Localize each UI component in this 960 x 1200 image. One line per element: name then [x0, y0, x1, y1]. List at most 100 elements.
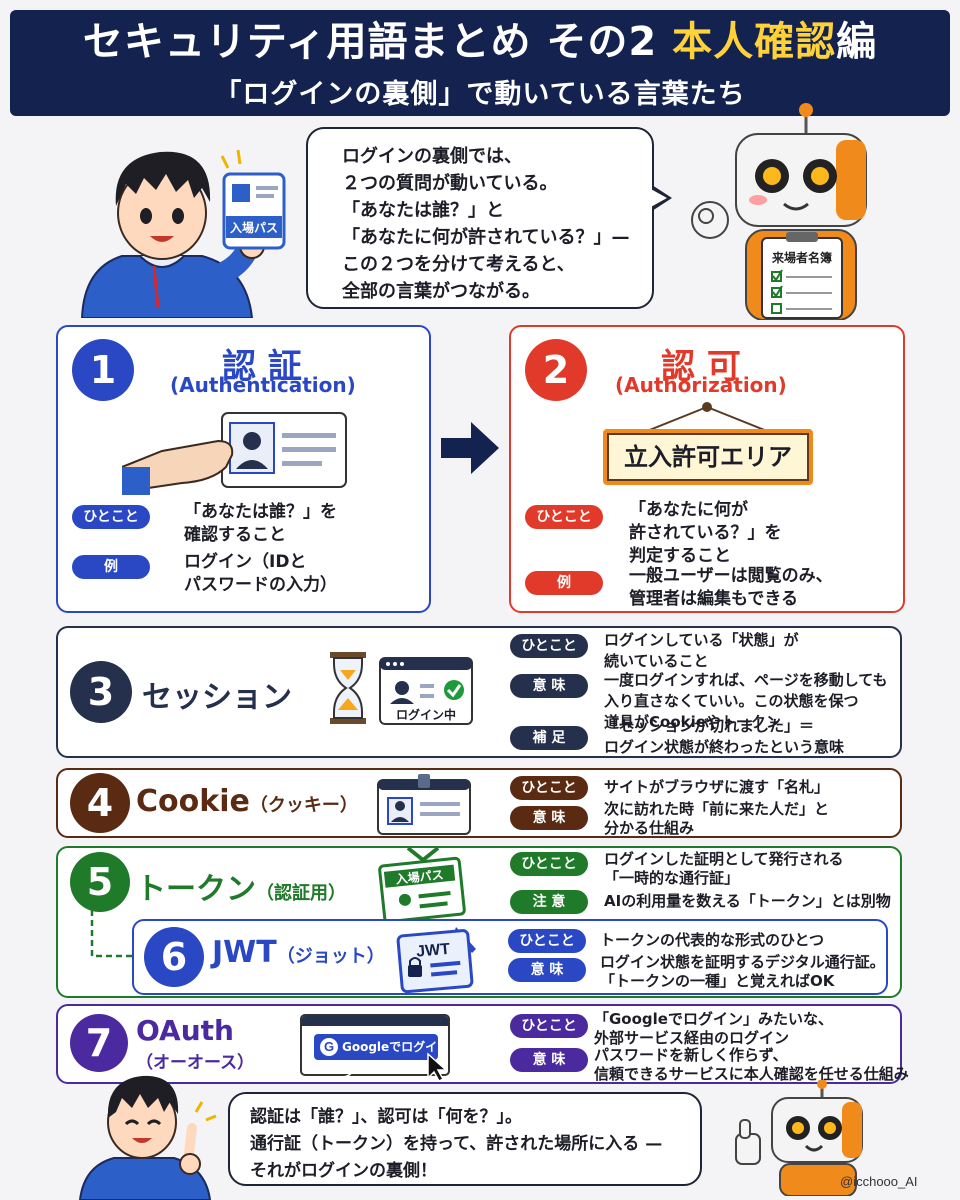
outro-speech-bubble: 認証は「誰？」、認可は「何を？」。 通行証（トークン）を持って、許された場所に入…: [228, 1092, 702, 1186]
term-title: JWT（ジョット）: [212, 935, 385, 970]
tag-hitokoto: ひとこと: [72, 505, 150, 529]
author-credit: @icchooo_AI: [840, 1174, 918, 1189]
tag-meaning: 意 味: [508, 958, 586, 982]
cookie-title: Cookie: [136, 784, 250, 819]
desc-line: 「トークンの一種」と覚えればOK: [600, 972, 835, 990]
desc-line: パスワードの入力）: [184, 575, 337, 595]
desc-line: 信頼できるサービスに本人確認を任せる仕組み: [594, 1065, 909, 1083]
desc-line: ログインした証明として発行される: [604, 850, 844, 868]
desc-line: 入り直さなくていい。この状態を保つ: [604, 692, 859, 710]
google-login-button[interactable]: G Googleでログイン: [314, 1034, 438, 1080]
tag-hitokoto: ひとこと: [525, 505, 603, 529]
window-label: ログイン中: [395, 708, 456, 722]
term-title: トークン（認証用）: [136, 864, 346, 908]
intro-line: 「あなたは誰？」と: [342, 200, 504, 221]
step-number: 7: [70, 1014, 128, 1072]
page-subtitle: 「ログインの裏側」で動いている言葉たち: [214, 79, 746, 110]
desc-line: 管理者は編集もできる: [629, 589, 798, 609]
lock-icon: [408, 965, 422, 977]
arrow-right-icon: [441, 422, 499, 474]
id-card-icon: [122, 412, 347, 495]
authn-desc: 「あなたは誰？」を 確認すること: [184, 501, 337, 547]
boy-character-icon: 入場パス: [80, 149, 286, 318]
cookie-desc2: 次に訪れた時「前に来た人だ」と 分かる仕組み: [604, 800, 829, 838]
card-oauth: 7 OAuth （オーオース） G Googleでログイン ひとこと 「Goog…: [56, 1004, 909, 1084]
tag-hitokoto: ひとこと: [510, 1014, 588, 1038]
step-number: 2: [525, 339, 587, 401]
connector-line: [90, 900, 134, 958]
cookie-title-sub: （クッキー）: [249, 795, 358, 816]
authn-example: ログイン（IDと パスワードの入力）: [184, 551, 337, 597]
desc-line: 次に訪れた時「前に来た人だ」と: [604, 800, 830, 818]
desc-line: 一般ユーザーは閲覧のみ、: [629, 566, 833, 586]
check-icon: [444, 680, 464, 700]
header-banner: セキュリティ用語まとめ その2 本人確認編 「ログインの裏側」で動いている言葉た…: [10, 10, 950, 116]
step-number: 4: [70, 773, 130, 833]
term-title: 認 可: [661, 347, 741, 387]
browser-window-icon: [379, 657, 473, 725]
cursor-icon: [427, 1052, 448, 1082]
jwt-title: JWT: [212, 935, 277, 970]
term-title: Cookie（クッキー）: [136, 784, 358, 819]
term-title: 認 証: [222, 347, 302, 387]
desc-line: 許されている？」を: [629, 523, 782, 543]
desc-line: 「あなたに何が: [629, 500, 748, 520]
desc-line: 「一時的な通行証」: [604, 869, 740, 887]
term-subtitle: （オーオース）: [136, 1053, 255, 1073]
tag-hitokoto: ひとこと: [510, 852, 588, 876]
title-suffix: 編: [836, 19, 878, 65]
sign-hanger-icon: [646, 402, 768, 431]
hourglass-icon: [330, 652, 366, 724]
browser-window-icon: [377, 774, 471, 835]
desc-line: 「Googleでログイン」みたいな、: [594, 1010, 833, 1028]
intro-speech-bubble: ログインの裏側では、 ２つの質問が動いている。 「あなたは誰？」と 「あなたに何…: [306, 127, 672, 309]
tag-meaning: 意 味: [510, 1048, 588, 1072]
card-session: 3 セッション ログイン中 ひとこと ログインしている「状態」が 続いていること…: [56, 626, 902, 758]
google-g-icon: G: [320, 1038, 338, 1056]
authz-example: 一般ユーザーは閲覧のみ、 管理者は編集もできる: [629, 565, 833, 611]
term-subtitle: (Authorization): [615, 373, 787, 397]
desc-line: 道具がCookieやトークン: [604, 713, 781, 731]
oauth-desc1: 「Googleでログイン」みたいな、 外部サービス経由のログイン: [594, 1010, 833, 1048]
title-main: セキュリティ用語まとめ その2: [82, 19, 673, 65]
tag-meaning: 意 味: [510, 806, 588, 830]
term-subtitle: (Authentication): [170, 373, 356, 397]
jwt-card-icon: JWT: [396, 927, 476, 993]
desc-line: 「あなたは誰？」を: [184, 502, 337, 522]
step-number: 3: [70, 661, 132, 723]
badge-label: 入場パス: [230, 220, 278, 235]
title-highlight: 本人確認: [672, 19, 837, 65]
area-sign: 立入許可エリア: [603, 429, 813, 485]
bubble-tail: [649, 185, 672, 211]
jwt-desc1: トークンの代表的な形式のひとつ: [600, 931, 824, 949]
intro-line: 全部の言葉がつながる。: [342, 281, 540, 302]
desc-line: ログインしている「状態」が: [604, 631, 799, 649]
page-title: セキュリティ用語まとめ その2 本人確認編: [10, 22, 950, 62]
badge-icon: 入場パス: [378, 846, 466, 920]
oauth-desc2: パスワードを新しく作らず、 信頼できるサービスに本人確認を任せる仕組み: [594, 1046, 909, 1084]
cookie-desc1: サイトがブラウザに渡す「名札」: [604, 778, 830, 796]
intro-line: この２つを分けて考えると、: [342, 254, 575, 275]
desc-line: 外部サービス経由のログイン: [594, 1029, 790, 1047]
outro-line: それがログインの裏側！: [250, 1161, 437, 1181]
desc-line: 分かる仕組み: [604, 819, 695, 837]
desc-line: 確認すること: [184, 525, 286, 545]
intro-line: ２つの質問が動いている。: [342, 173, 558, 194]
tag-caution: 注 意: [510, 890, 588, 914]
desc-line: ログイン状態を証明するデジタル通行証。: [600, 953, 885, 971]
tag-example: 例: [525, 571, 603, 595]
clipboard-label: 来場者名簿: [771, 250, 832, 265]
desc-line: パスワードを新しく作らず、: [594, 1046, 788, 1064]
token-title-sub: （認証用）: [256, 883, 346, 904]
outro-line: 通行証（トークン）を持って、許された場所に入る —: [250, 1134, 663, 1154]
term-title: OAuth: [136, 1014, 234, 1047]
jwt-card-label: JWT: [416, 941, 451, 961]
card-jwt: 6 JWT（ジョット） JWT ひとこと トークンの代表的な形式のひとつ 意 味…: [132, 919, 888, 995]
step-number: 5: [70, 852, 130, 912]
robot-character-icon: [735, 1080, 863, 1196]
tag-supplement: 補 足: [510, 726, 588, 750]
card-authorization: 2 認 可 (Authorization) 立入許可エリア ひとこと 「あなたに…: [509, 325, 905, 613]
session-desc1: ログインしている「状態」が 続いていること: [604, 630, 799, 672]
session-desc3: 「セッションが切れました」＝ ログイン状態が終わったという意味: [604, 716, 844, 758]
authz-desc: 「あなたに何が 許されている？」を 判定すること: [629, 499, 782, 568]
